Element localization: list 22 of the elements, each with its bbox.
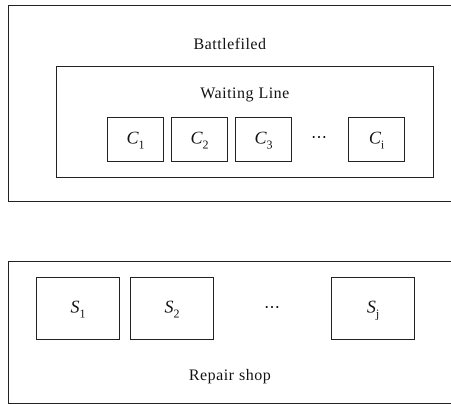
queue-item-box bbox=[107, 117, 164, 162]
server-box bbox=[331, 277, 415, 340]
ellipsis: ⋯ bbox=[311, 128, 327, 147]
queue-item-box bbox=[348, 117, 405, 162]
region-title: Repair shop bbox=[188, 367, 272, 385]
symbol-label: S$_{1}$ bbox=[70, 296, 86, 321]
symbol-label: C$_{1}$ bbox=[125, 127, 146, 152]
ellipsis: ⋯ bbox=[264, 298, 280, 317]
symbol-label: S$_{j}$ bbox=[366, 296, 380, 321]
queue-box bbox=[56, 66, 434, 178]
symbol-label: C$_{i}$ bbox=[368, 127, 386, 152]
region-title: Waiting Line bbox=[199, 85, 291, 103]
region-title: Battlefiled bbox=[192, 36, 268, 54]
server-box bbox=[36, 277, 120, 340]
symbol-label: C$_{3}$ bbox=[253, 127, 274, 152]
queue-item-box bbox=[235, 117, 292, 162]
symbol-label: C$_{2}$ bbox=[189, 127, 210, 152]
server-box bbox=[130, 277, 214, 340]
symbol-label: S$_{2}$ bbox=[164, 296, 180, 321]
queue-item-box bbox=[171, 117, 228, 162]
region-box bbox=[8, 261, 451, 404]
region-box bbox=[8, 5, 451, 202]
